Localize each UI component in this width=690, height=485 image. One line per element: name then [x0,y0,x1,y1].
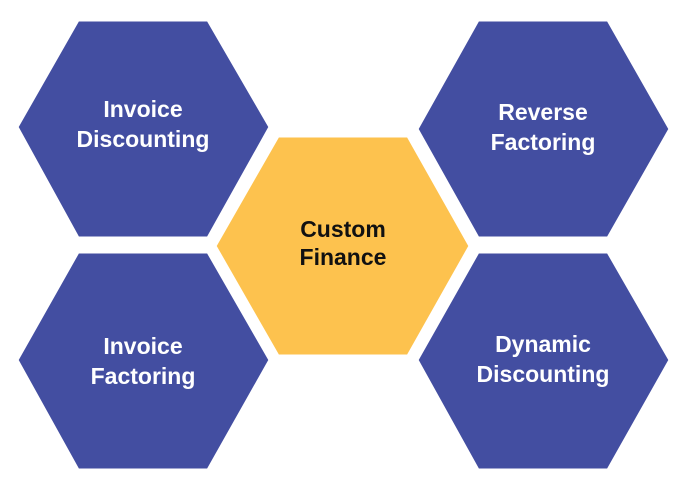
hex-custom-finance: Custom Finance [213,134,472,358]
hex-invoice-discounting-line2: Discounting [77,126,210,152]
hex-invoice-factoring-line1: Invoice [103,333,182,359]
hex-reverse-factoring: Reverse Factoring [415,18,672,240]
hex-dynamic-discounting: Dynamic Discounting [415,250,672,472]
hex-dynamic-discounting-line2: Discounting [477,361,610,387]
hex-dynamic-discounting-shape [415,250,672,472]
hex-custom-finance-shape [213,134,472,358]
hex-custom-finance-line2: Finance [300,244,387,270]
hex-invoice-factoring-shape [15,250,272,472]
hex-invoice-factoring: Invoice Factoring [15,250,272,472]
hex-invoice-discounting-line1: Invoice [103,96,182,122]
hex-custom-finance-line1: Custom [300,216,386,242]
hex-reverse-factoring-line1: Reverse [498,99,588,125]
hex-invoice-factoring-line2: Factoring [91,363,196,389]
hex-reverse-factoring-line2: Factoring [491,129,596,155]
hex-dynamic-discounting-line1: Dynamic [495,331,591,357]
hex-invoice-discounting-shape [15,18,272,240]
hex-invoice-discounting: Invoice Discounting [15,18,272,240]
hex-reverse-factoring-shape [415,18,672,240]
